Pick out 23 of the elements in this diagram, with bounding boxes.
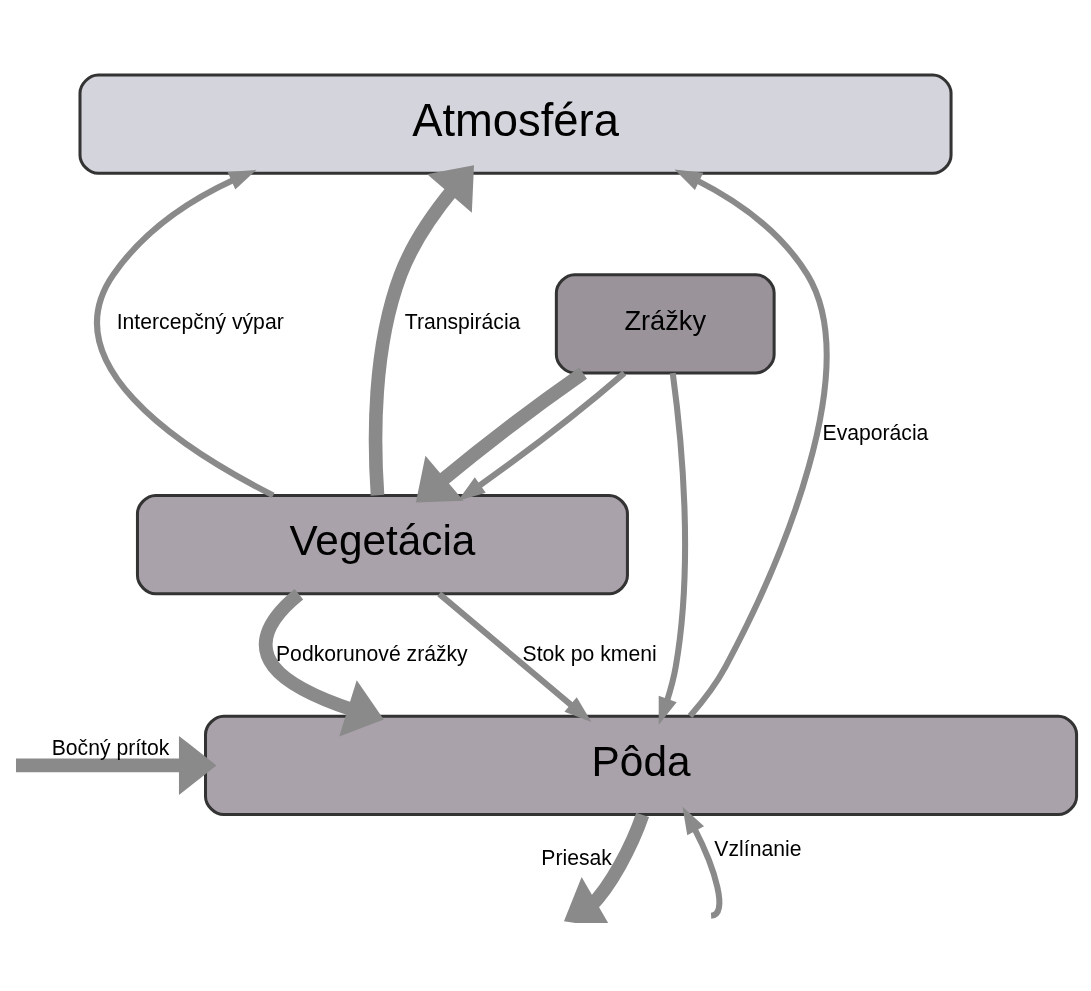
arrow xyxy=(674,169,830,718)
edge-label: Evaporácia xyxy=(822,420,929,444)
edge-label: Vzlínanie xyxy=(714,836,802,860)
edge-label: Transpirácia xyxy=(404,309,521,333)
arrow xyxy=(682,806,723,919)
arrow xyxy=(437,591,592,722)
arrow xyxy=(457,370,627,501)
arrow xyxy=(258,588,384,737)
arrow xyxy=(563,812,650,923)
node-box: Vegetácia xyxy=(135,493,629,595)
node-box: Zrážky xyxy=(554,272,776,374)
node-box: Atmosféra xyxy=(78,73,953,175)
arrow xyxy=(415,367,587,502)
edge-label: Stok po kmeni xyxy=(522,641,657,665)
arrow xyxy=(658,372,689,725)
arrow xyxy=(368,164,474,496)
edge-label: Priesak xyxy=(541,845,612,869)
arrow xyxy=(94,169,275,498)
node-box: Pôda xyxy=(204,714,1079,816)
edge-label: Bočný prítok xyxy=(51,735,170,759)
arrow xyxy=(16,735,217,795)
edge-label: Podkorunové zrážky xyxy=(276,641,468,665)
edge-label: Intercepčný výpar xyxy=(116,309,284,333)
